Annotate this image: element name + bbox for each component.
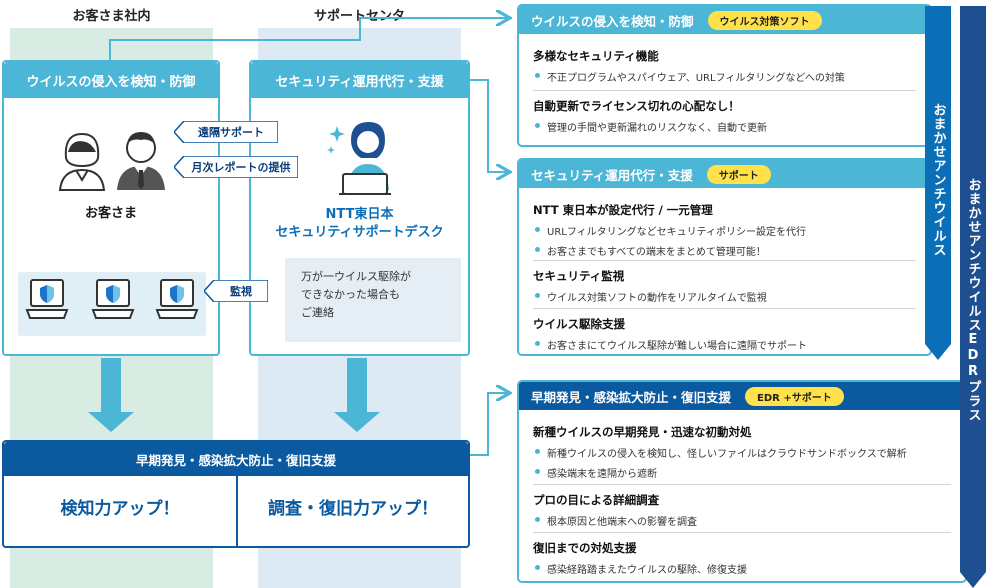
support-note-panel	[285, 258, 461, 342]
support-box: セキュリティ運用代行・支援 NTT東日本 セキュリティサポートデスク 万が一ウイ…	[249, 60, 470, 356]
bullet-item: ウイルス対策ソフトの動作をリアルタイムで監視	[533, 289, 916, 304]
bullet-item: 管理の手間や更新漏れのリスクなく、自動で更新	[533, 119, 916, 134]
recovery-up-text: 調査・復旧力アップ！	[268, 499, 438, 519]
bottom-divider	[236, 476, 238, 546]
card-edr-title: 早期発見・感染拡大防止・復旧支援	[531, 389, 732, 405]
card-edr-pill: EDR +サポート	[745, 386, 844, 406]
support-column-title: サポートセンタ	[313, 9, 405, 24]
monthly-report-tag: 月次レポートの提供	[191, 161, 291, 174]
remote-support-tag-bg	[174, 121, 278, 143]
card-support: セキュリティ運用代行・支援サポート NTT 東日本が設定代行 / 一元管理 UR…	[517, 158, 932, 356]
laptop-shield-icon-2	[91, 279, 135, 319]
section-title: 自動更新でライセンス切れの心配なし！	[533, 99, 740, 113]
band-edr-label: おまかせアンチウイルスEDRプラス	[965, 178, 981, 422]
card-support-title: セキュリティ運用代行・支援	[531, 167, 693, 183]
customer-person-male-icon	[117, 132, 165, 190]
section-title: セキュリティ監視	[533, 269, 625, 283]
support-note: 万が一ウイルス駆除が できなかった場合も ご連絡	[301, 270, 411, 319]
support-desk-title: NTT東日本 セキュリティサポートデスク	[275, 207, 444, 240]
customers-label: お客さま	[84, 206, 137, 221]
band-edr-bg	[960, 6, 986, 588]
band-antivirus-bg	[925, 6, 951, 360]
remote-support-tag: 遠隔サポート	[198, 126, 264, 139]
bullet-item: 根本原因と他端末への影響を調査	[533, 513, 951, 528]
laptop-shield-icon-3	[155, 279, 199, 319]
customer-box-header: ウイルスの侵入を検知・防御	[4, 62, 218, 98]
bottom-box-header: 早期発見・感染拡大防止・復旧支援	[4, 442, 468, 476]
laptop-shield-icon-1	[25, 279, 69, 319]
bullet-item: 感染端末を遠隔から遮断	[533, 465, 951, 480]
bullet-item: お客さまでもすべての端末をまとめて管理可能！	[533, 243, 916, 258]
card-antivirus-pill: ウイルス対策ソフト	[707, 10, 822, 30]
support-operator-icon	[327, 122, 391, 195]
customer-column-title: お客さま社内	[72, 9, 151, 24]
section-title: 復旧までの対処支援	[533, 541, 637, 555]
band-antivirus-label: おまかせアンチウイルス	[930, 103, 946, 257]
bottom-box: 早期発見・感染拡大防止・復旧支援 検知力アップ！ 調査・復旧力アップ！	[2, 440, 470, 548]
card-support-pill: サポート	[706, 164, 771, 184]
card-edr: 早期発見・感染拡大防止・復旧支援 EDR +サポート 新種ウイルスの早期発見・迅速…	[517, 380, 967, 583]
bullet-item: 感染経路踏まえたウイルスの駆除、修復支援	[533, 561, 951, 576]
support-box-header: セキュリティ運用代行・支援	[251, 62, 468, 98]
section-title: プロの目による詳細調査	[533, 493, 660, 507]
monthly-report-tag-bg	[174, 156, 298, 178]
customer-person-female-icon	[58, 132, 106, 191]
detection-up-text: 検知力アップ！	[60, 499, 180, 519]
monitor-tag: 監視	[230, 285, 252, 298]
section-title: 新種ウイルスの早期発見・迅速な初動対処	[533, 425, 752, 439]
section-title: NTT 東日本が設定代行 / 一元管理	[533, 203, 713, 217]
bullet-item: 新種ウイルスの侵入を検知し、怪しいファイルはクラウドサンドボックスで解析	[533, 445, 951, 460]
section-title: ウイルス駆除支援	[533, 317, 625, 331]
card-antivirus: ウイルスの侵入を検知・防御ウイルス対策ソフト 多様なセキュリティ機能 不正プログ…	[517, 4, 932, 147]
bullet-item: お客さまにてウイルス駆除が難しい場合に遠隔でサポート	[533, 337, 916, 352]
customer-box: ウイルスの侵入を検知・防御 お客さま	[2, 60, 220, 356]
section-title: 多様なセキュリティ機能	[533, 49, 659, 63]
monitor-tag-bg	[204, 280, 268, 302]
bullet-item: URLフィルタリングなどセキュリティポリシー設定を代行	[533, 223, 916, 238]
bullet-item: 不正プログラムやスパイウェア、URLフィルタリングなどへの対策	[533, 69, 916, 84]
card-antivirus-title: ウイルスの侵入を検知・防御	[531, 13, 694, 29]
